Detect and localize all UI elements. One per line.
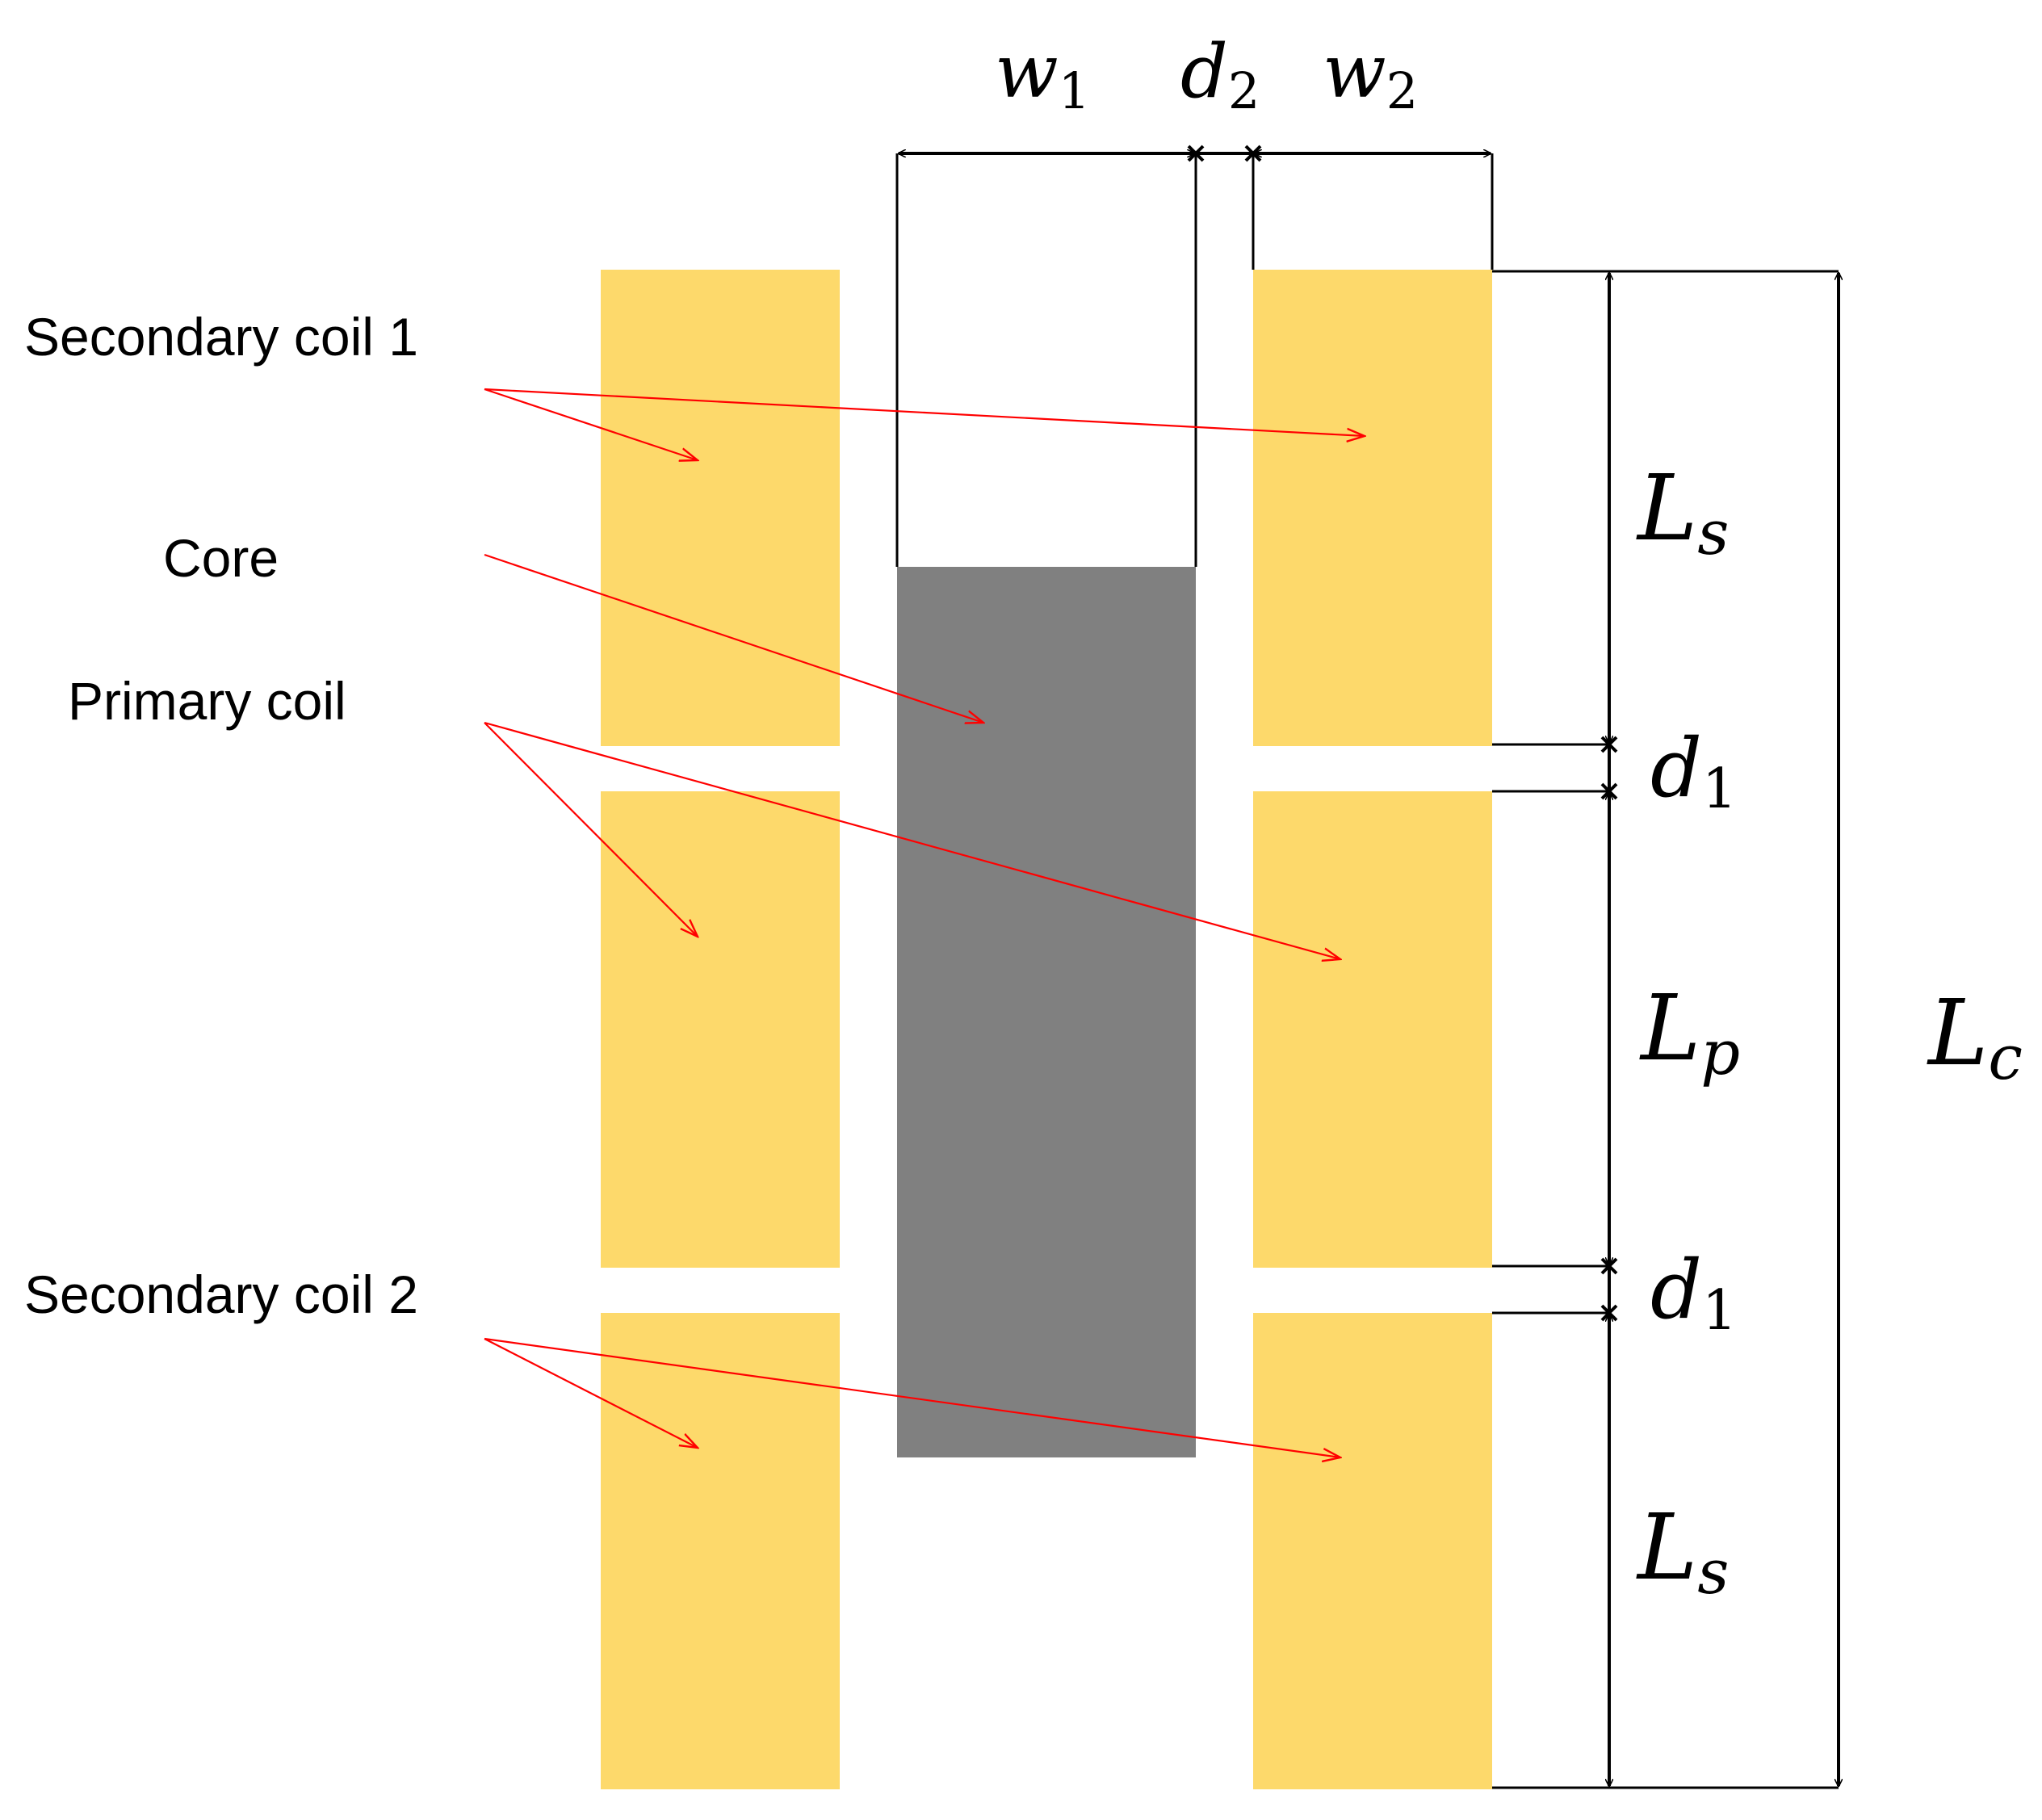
tick-mark-d2-left <box>1187 145 1205 162</box>
core-rect <box>897 567 1196 1457</box>
dim-label-d1-bottom: d1 <box>1650 1243 1737 1343</box>
leaders-secondary-coil-2 <box>484 1337 1340 1457</box>
dim-label-ls-bottom: Ls <box>1636 1495 1729 1608</box>
label-core: Core <box>163 528 279 588</box>
dim-label-d1-top: d1 <box>1650 721 1737 821</box>
primary-coil-right <box>1253 791 1492 1268</box>
secondary-coil-1-left <box>601 270 840 746</box>
tick-mark-d1-4 <box>1600 1304 1618 1322</box>
secondary-coil-1-right <box>1253 270 1492 746</box>
dim-label-w1: w1 <box>995 28 1090 120</box>
leader-core <box>484 553 983 723</box>
tick-mark-d1-2 <box>1600 782 1618 800</box>
dim-label-lc: Lc <box>1927 981 2023 1093</box>
dim-label-ls-top: Ls <box>1636 456 1729 568</box>
dim-label-d2: d2 <box>1180 28 1260 120</box>
tick-mark-d1-1 <box>1600 736 1618 753</box>
secondary-coil-2-left <box>601 1313 840 1789</box>
leaders-secondary-coil-1 <box>484 388 1365 460</box>
dim-label-w2: w2 <box>1323 28 1418 120</box>
primary-coil-left <box>601 791 840 1268</box>
tick-mark-d2-right <box>1244 145 1262 162</box>
leaders-primary-coil <box>484 721 1340 959</box>
secondary-coil-2-right <box>1253 1313 1492 1789</box>
label-secondary-coil-2: Secondary coil 2 <box>24 1264 418 1324</box>
dim-label-lp: Lp <box>1639 976 1740 1088</box>
label-secondary-coil-1: Secondary coil 1 <box>24 307 418 367</box>
tick-mark-d1-3 <box>1600 1257 1618 1275</box>
label-primary-coil: Primary coil <box>68 671 346 731</box>
